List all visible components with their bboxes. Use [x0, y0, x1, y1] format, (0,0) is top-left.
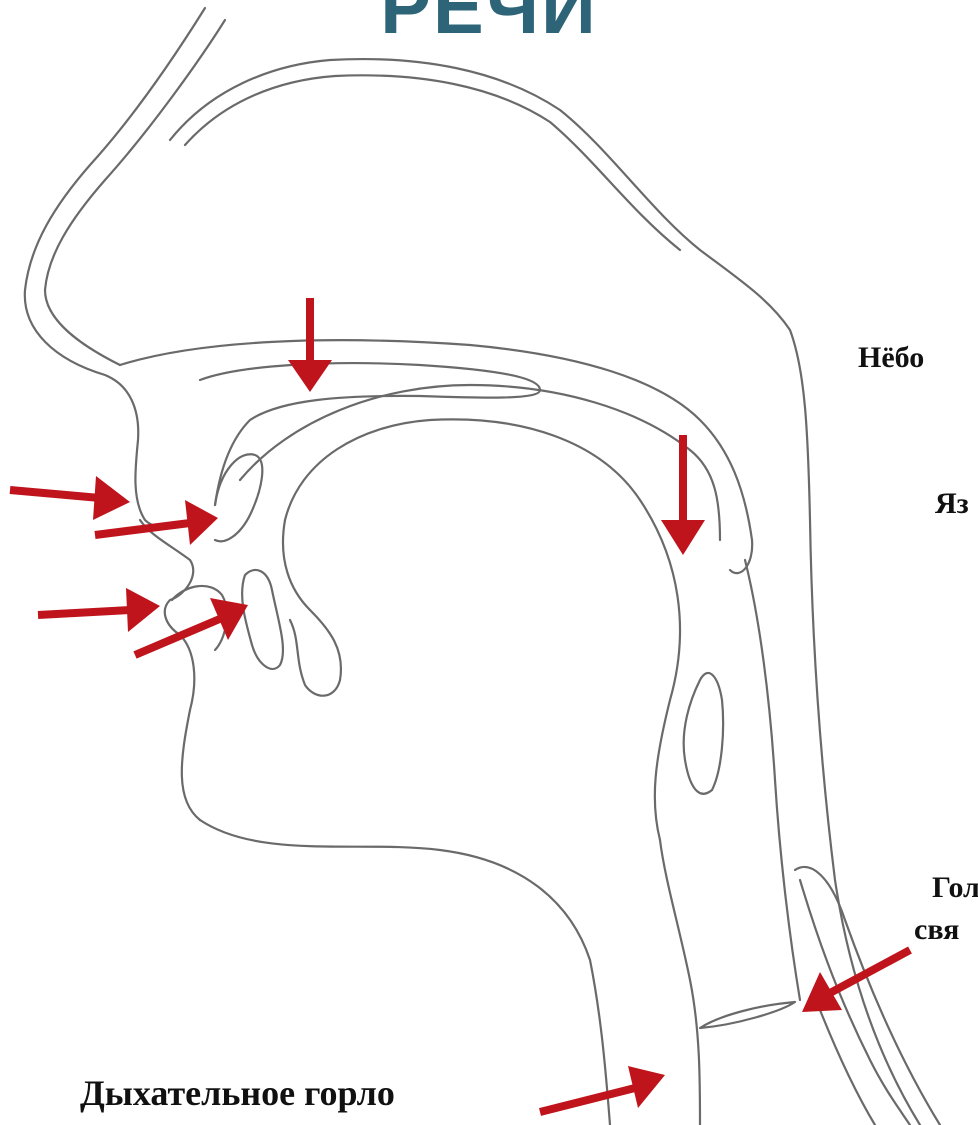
face-profile-inner	[45, 20, 225, 365]
arrow-velum	[661, 435, 705, 555]
lips	[140, 520, 200, 820]
esophagus-3	[820, 1010, 875, 1125]
epiglottis	[684, 673, 723, 794]
label-palate: Нёбо	[858, 340, 924, 376]
hard-palate-back	[240, 385, 720, 540]
arrow-palate	[288, 298, 332, 392]
pharynx-wall	[745, 560, 800, 1000]
arrow-trachea	[540, 1066, 665, 1112]
label-trachea: Дыхательное горло	[80, 1072, 395, 1115]
tongue-tip	[283, 520, 341, 696]
label-vocal-cords-line2: свя	[914, 912, 959, 948]
skull-outline	[170, 59, 920, 1125]
skull-inner	[185, 75, 680, 250]
label-vocal-cords-line1: Гол	[932, 870, 978, 906]
larynx-front	[660, 840, 700, 1125]
lower-teeth	[242, 570, 283, 669]
arrow-lower-lip	[38, 588, 160, 632]
label-tongue: Яз	[935, 486, 969, 522]
tongue-outline	[285, 419, 680, 840]
face-profile	[25, 8, 210, 528]
head-outline	[25, 8, 940, 1125]
arrow-vocal-cords	[802, 950, 910, 1012]
vocal-fold	[700, 1002, 795, 1028]
arrow-upper-lip	[10, 476, 130, 520]
upper-teeth	[215, 454, 262, 541]
